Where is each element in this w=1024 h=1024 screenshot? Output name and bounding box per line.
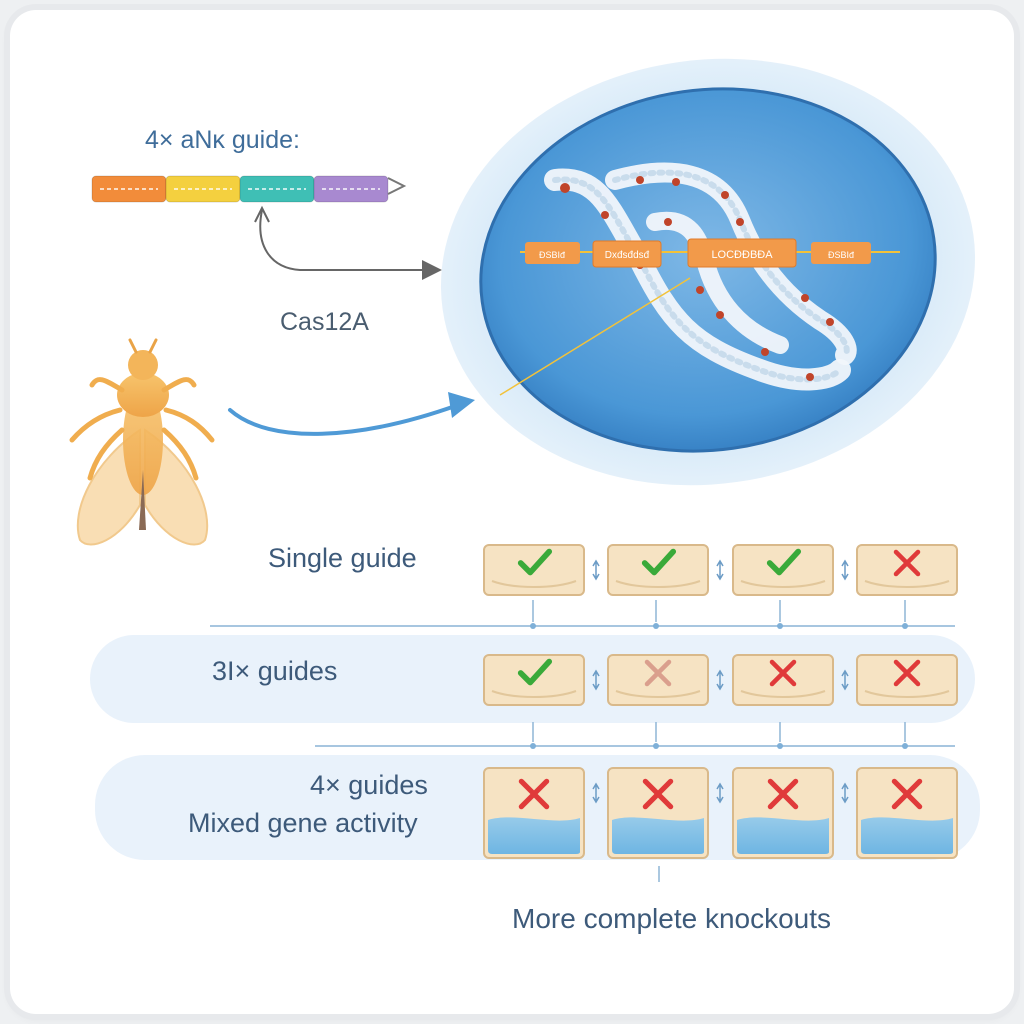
outcome-tile xyxy=(856,654,958,706)
guide-array-arrow-icon xyxy=(387,177,407,195)
outcome-tile xyxy=(607,767,709,859)
outcome-grid xyxy=(483,544,958,859)
outcome-tile xyxy=(732,544,834,596)
svg-text:LOCĐĐBĐA: LOCĐĐBĐA xyxy=(711,249,773,261)
arrow-icon xyxy=(716,669,724,691)
row-label-single-guide: Single guide xyxy=(268,543,417,573)
outcome-tile xyxy=(856,767,958,859)
nucleus-icon xyxy=(440,58,976,486)
chromosome-tag: ĐSBIđ xyxy=(811,242,871,264)
cross-icon xyxy=(767,778,799,810)
arrow-icon xyxy=(716,782,724,804)
guide-segment xyxy=(313,175,389,203)
arrow-icon xyxy=(592,782,600,804)
chromosome-tag: ĐSBIđ xyxy=(525,242,580,264)
outcome-row-single-guide xyxy=(483,544,958,596)
footer-caption: More complete knockouts xyxy=(512,903,832,934)
guide-segment xyxy=(239,175,315,203)
liquid-fill xyxy=(488,817,580,854)
cross-icon xyxy=(893,659,921,687)
outcome-tile xyxy=(607,654,709,706)
arrow-icon xyxy=(716,559,724,581)
arrow-icon xyxy=(841,669,849,691)
fly-to-nucleus-arrow-icon xyxy=(228,403,460,436)
outcome-tile xyxy=(607,544,709,596)
cross-icon xyxy=(518,778,550,810)
cross-icon xyxy=(893,549,921,577)
chromosome-tags: ĐSBIđ Dxđsđdsđ LOCĐĐBĐA ĐSBIđ xyxy=(525,238,871,268)
outcome-tile xyxy=(856,544,958,596)
svg-text:ĐSBIđ: ĐSBIđ xyxy=(539,250,565,260)
arrow-icon xyxy=(592,669,600,691)
guide-segment xyxy=(91,175,167,203)
guide-segment xyxy=(165,175,241,203)
chromosome-tag: Dxđsđdsđ xyxy=(592,240,662,268)
cross-icon xyxy=(642,778,674,810)
guide-array xyxy=(91,175,407,203)
outcome-tile xyxy=(483,767,585,859)
svg-text:ĐSBIđ: ĐSBIđ xyxy=(828,250,854,260)
svg-text:Dxđsđdsđ: Dxđsđdsđ xyxy=(605,250,650,261)
fruit-fly-icon xyxy=(69,338,215,546)
cas12a-label: Cas12A xyxy=(280,308,369,336)
liquid-fill xyxy=(861,817,953,854)
row-label-three-guides: 3I× guides xyxy=(212,656,338,686)
arrow-icon xyxy=(841,559,849,581)
outcome-tile xyxy=(483,544,585,596)
outcome-tile xyxy=(483,654,585,706)
check-icon xyxy=(641,548,677,576)
cross-icon xyxy=(891,778,923,810)
chromosome-tag: LOCĐĐBĐA xyxy=(687,238,797,268)
guide-array-title: 4× aNĸ guide: xyxy=(145,126,300,154)
liquid-fill xyxy=(737,817,829,854)
outcome-row-four-guides xyxy=(483,767,958,859)
check-icon xyxy=(517,658,553,686)
arrow-icon xyxy=(841,782,849,804)
cross-icon xyxy=(769,659,797,687)
guide-to-nucleus-arrow-icon xyxy=(259,209,442,280)
outcome-tile xyxy=(732,654,834,706)
cross-icon xyxy=(644,659,672,687)
row-label-mixed-gene-activity: Mixed gene activity xyxy=(188,808,418,838)
check-icon xyxy=(766,548,802,576)
liquid-fill xyxy=(612,817,704,854)
outcome-tile xyxy=(732,767,834,859)
row-label-four-guides: 4× guides xyxy=(310,770,428,800)
check-icon xyxy=(517,548,553,576)
arrow-icon xyxy=(592,559,600,581)
guide-segments xyxy=(91,175,389,203)
outcome-row-three-guides xyxy=(483,654,958,706)
